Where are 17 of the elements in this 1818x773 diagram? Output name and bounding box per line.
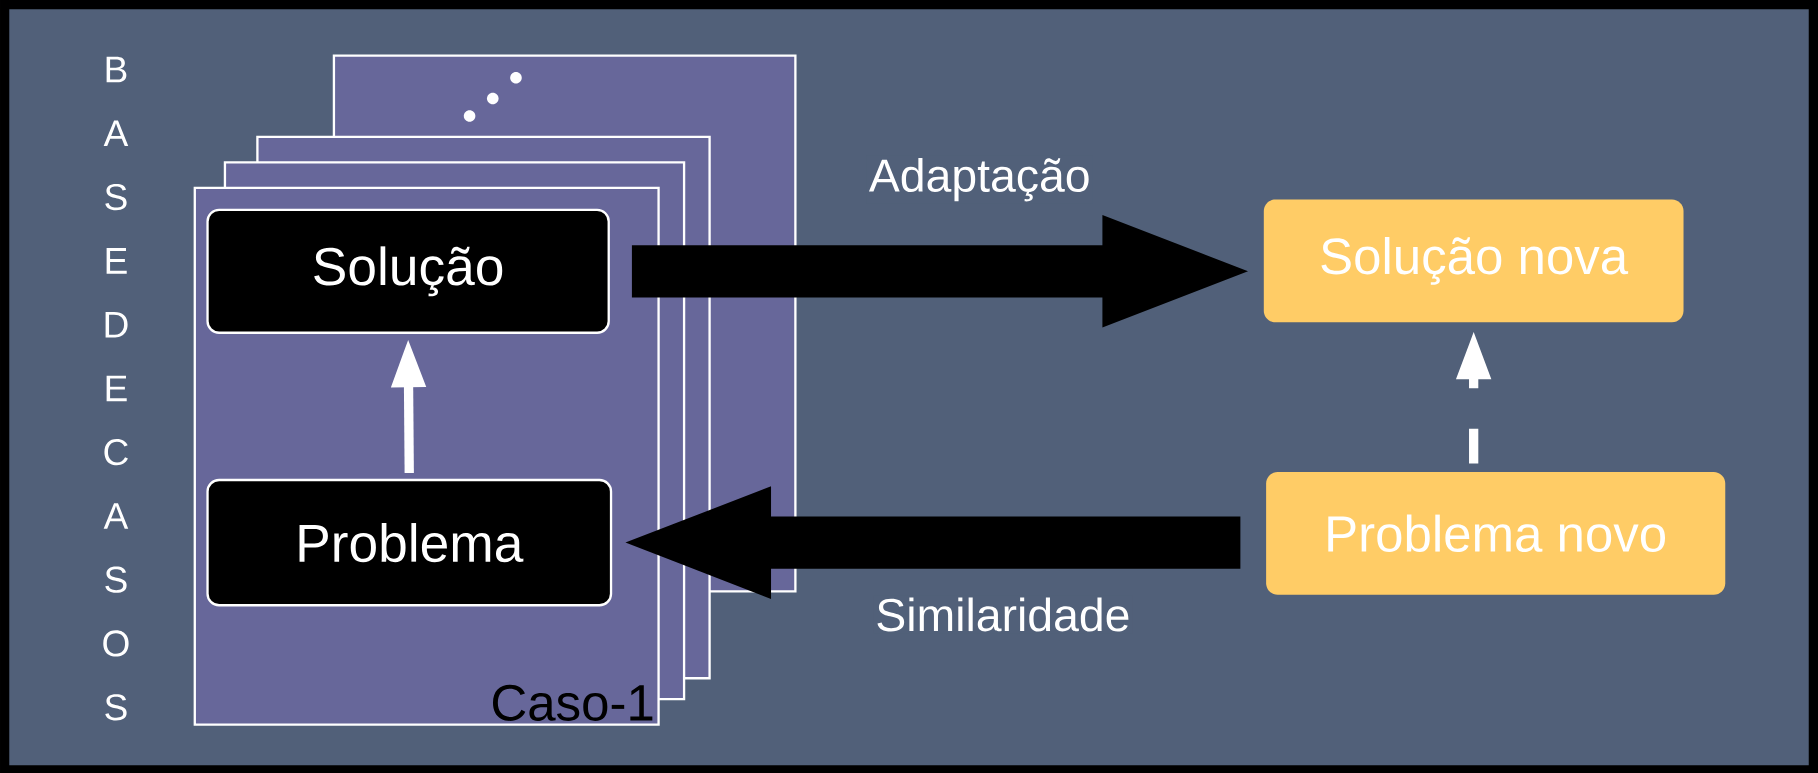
vertical-letter: S [105,183,127,211]
vertical-letter: O [103,630,129,657]
vertical-letter: A [103,503,129,529]
edge-label: Adaptação [866,155,1093,204]
vertical-letter: S [105,566,127,593]
vertical-letter: E [106,375,127,401]
vertical-letter: S [105,693,127,721]
case-box: Problema [206,478,613,607]
vertical-letter: B [106,56,127,83]
vertical-letter: C [104,438,128,466]
vertical-letter: A [103,120,129,146]
new-case-box: Problema novo [1266,471,1726,595]
new-case-box: Solução nova [1263,199,1684,323]
vertical-letter: E [106,247,127,274]
case-box: Solução [206,208,610,334]
vertical-letter: D [105,311,128,338]
edge-label: Similaridade [873,595,1133,634]
